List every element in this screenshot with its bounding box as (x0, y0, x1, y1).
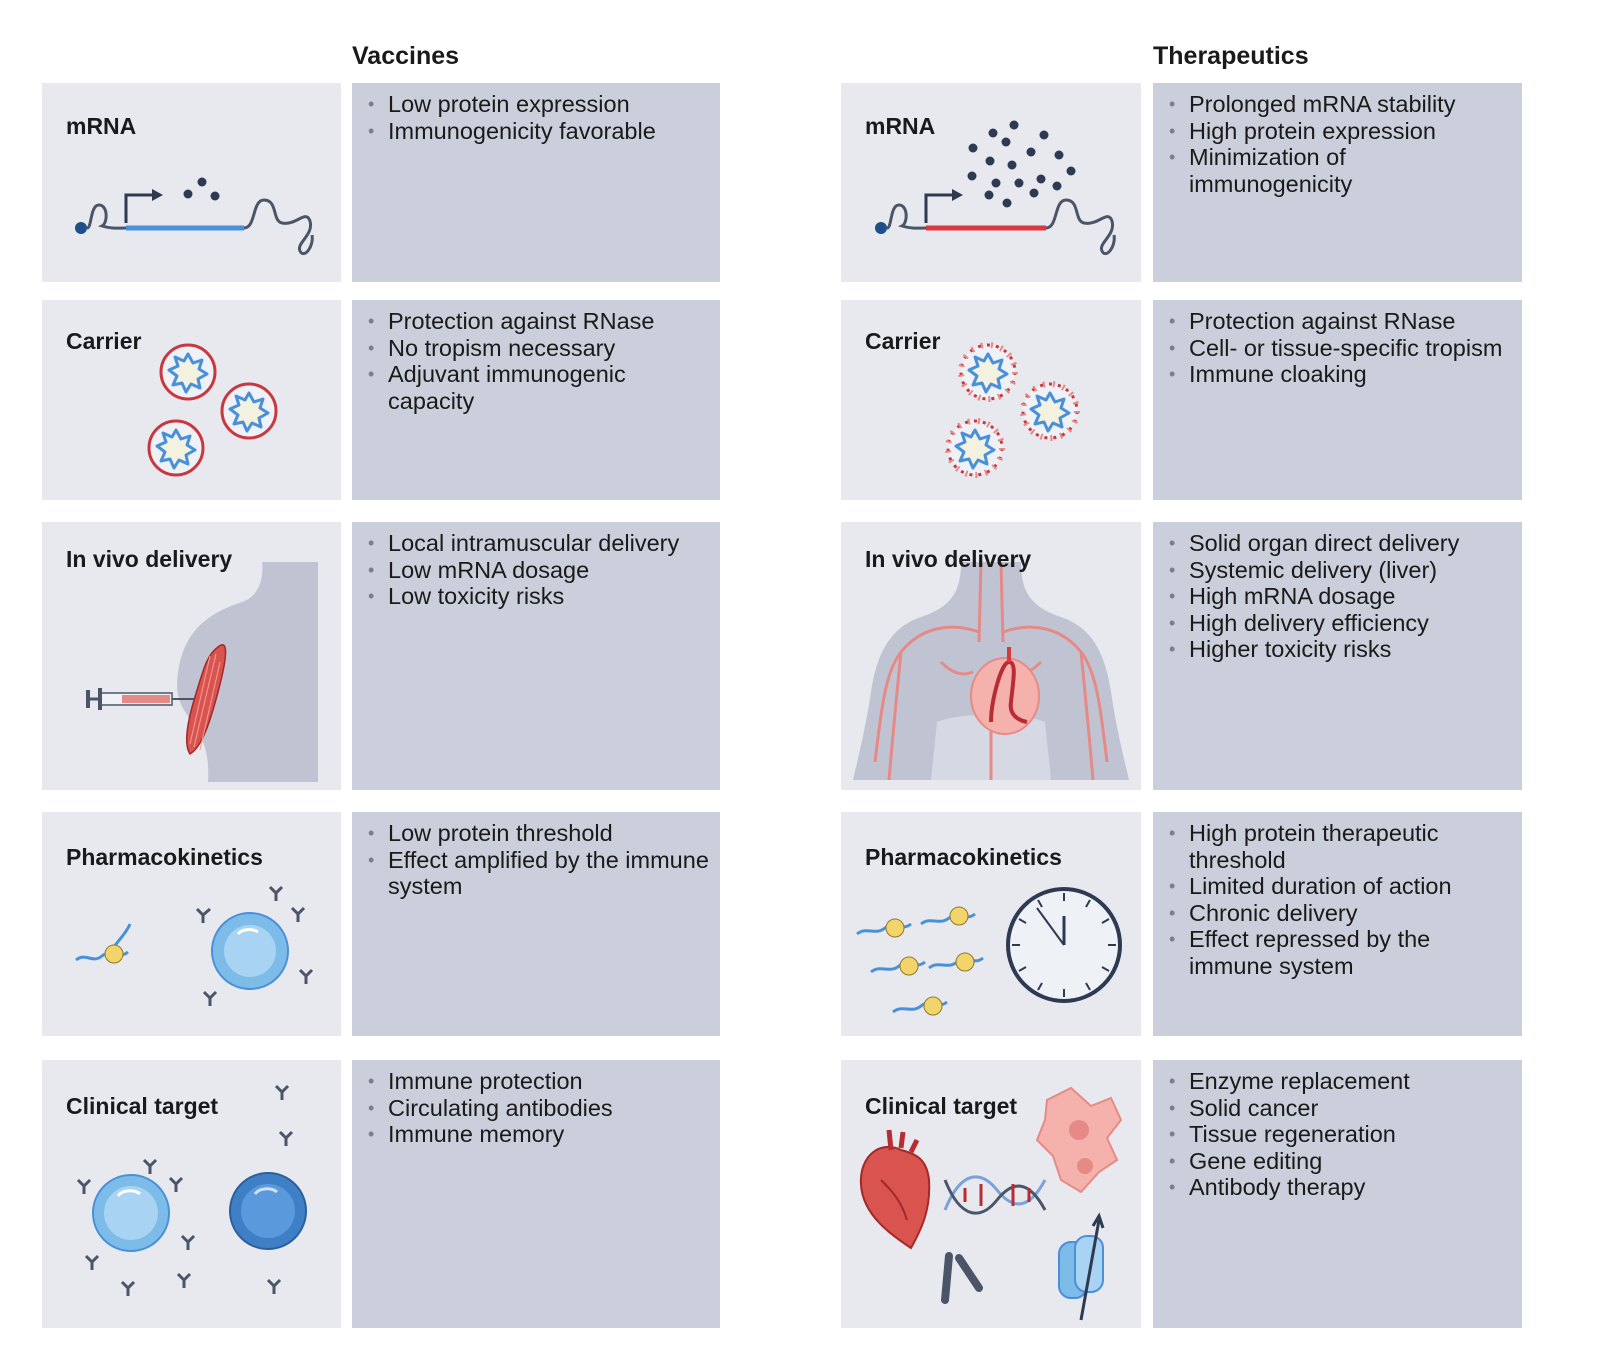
row-label: Clinical target (66, 1093, 219, 1119)
mrna-strand-icon (875, 120, 1116, 256)
row-label: Carrier (66, 328, 142, 354)
therapeutic-mrna-text: Prolonged mRNA stability High protein ex… (1153, 83, 1522, 282)
immune-cell-antibody-icon (75, 885, 314, 1006)
bullet-item: Effect amplified by the immune system (368, 847, 712, 900)
row-label: Clinical target (865, 1093, 1018, 1119)
bullet-item: Tissue regeneration (1169, 1121, 1514, 1148)
bullet-item: Protection against RNase (368, 308, 712, 335)
bullet-item: Low protein expression (368, 91, 712, 118)
bullet-item: Solid organ direct delivery (1169, 530, 1514, 557)
bullet-item: Enzyme replacement (1169, 1068, 1514, 1095)
clock-icon (856, 887, 1122, 1016)
bullet-item: Low mRNA dosage (368, 557, 712, 584)
bullet-item: Immune protection (368, 1068, 712, 1095)
vaccine-delivery-text: Local intramuscular delivery Low mRNA do… (352, 522, 720, 790)
row-label: Carrier (865, 328, 941, 354)
bullet-item: Higher toxicity risks (1169, 636, 1514, 663)
bullet-item: Minimization of immunogenicity (1169, 144, 1514, 197)
bullet-item: Low toxicity risks (368, 583, 712, 610)
therapeutic-carrier-text: Protection against RNase Cell- or tissue… (1153, 300, 1522, 500)
therapeutic-pk-text: High protein therapeutic threshold Limit… (1153, 812, 1522, 1036)
bullet-item: Immune cloaking (1169, 361, 1514, 388)
therapeutic-delivery-text: Solid organ direct delivery Systemic del… (1153, 522, 1522, 790)
bullet-item: Cell- or tissue-specific tropism (1169, 335, 1514, 362)
bullet-item: Systemic delivery (liver) (1169, 557, 1514, 584)
bullet-item: Low protein threshold (368, 820, 712, 847)
bullet-item: Limited duration of action (1169, 873, 1514, 900)
bullet-item: Protection against RNase (1169, 308, 1514, 335)
organ-target-icon (859, 1086, 1123, 1321)
therapeutic-mrna-panel: mRNA (841, 83, 1141, 282)
bullet-item: Immunogenicity favorable (368, 118, 712, 145)
therapeutics-header: Therapeutics (1153, 42, 1309, 70)
bullet-item: Immune memory (368, 1121, 712, 1148)
bullet-item: Prolonged mRNA stability (1169, 91, 1514, 118)
bullet-item: High mRNA dosage (1169, 583, 1514, 610)
bullet-item: Effect repressed by the immune system (1169, 926, 1514, 979)
therapeutic-carrier-panel: Carrier (841, 300, 1141, 500)
vascular-torso-icon (853, 561, 1129, 781)
bullet-item: High protein therapeutic threshold (1169, 820, 1514, 873)
lipid-nanoparticle-icon (147, 343, 278, 477)
row-label: In vivo delivery (865, 546, 1032, 572)
row-label: Pharmacokinetics (66, 844, 263, 870)
row-label: In vivo delivery (66, 546, 233, 572)
vaccine-pk-panel: Pharmacokinetics (42, 812, 341, 1036)
syringe-arm-icon (86, 562, 318, 782)
bullet-item: High delivery efficiency (1169, 610, 1514, 637)
mrna-strand-icon (75, 177, 314, 256)
vaccine-mrna-text: Low protein expression Immunogenicity fa… (352, 83, 720, 282)
vaccine-carrier-panel: Carrier (42, 300, 341, 500)
vaccine-target-text: Immune protection Circulating antibodies… (352, 1060, 720, 1328)
therapeutic-pk-panel: Pharmacokinetics (841, 812, 1141, 1036)
vaccine-delivery-panel: In vivo delivery (42, 522, 341, 790)
bullet-item: Solid cancer (1169, 1095, 1514, 1122)
b-cell-icon (76, 1084, 307, 1296)
bullet-item: High protein expression (1169, 118, 1514, 145)
bullet-item: Gene editing (1169, 1148, 1514, 1175)
row-label: mRNA (865, 113, 936, 139)
bullet-item: Chronic delivery (1169, 900, 1514, 927)
bullet-item: No tropism necessary (368, 335, 712, 362)
cloaked-nanoparticle-icon (945, 342, 1080, 478)
therapeutic-target-panel: Clinical target (841, 1060, 1141, 1328)
vaccine-mrna-panel: mRNA (42, 83, 341, 282)
bullet-item: Adjuvant immunogenic capacity (368, 361, 712, 414)
vaccine-target-panel: Clinical target (42, 1060, 341, 1328)
row-label: Pharmacokinetics (865, 844, 1062, 870)
vaccine-pk-text: Low protein threshold Effect amplified b… (352, 812, 720, 1036)
vaccines-header: Vaccines (352, 42, 460, 70)
bullet-item: Antibody therapy (1169, 1174, 1514, 1201)
row-label: mRNA (66, 113, 137, 139)
bullet-item: Circulating antibodies (368, 1095, 712, 1122)
vaccine-carrier-text: Protection against RNase No tropism nece… (352, 300, 720, 500)
therapeutic-target-text: Enzyme replacement Solid cancer Tissue r… (1153, 1060, 1522, 1328)
therapeutic-delivery-panel: In vivo delivery (841, 522, 1141, 790)
bullet-item: Local intramuscular delivery (368, 530, 712, 557)
